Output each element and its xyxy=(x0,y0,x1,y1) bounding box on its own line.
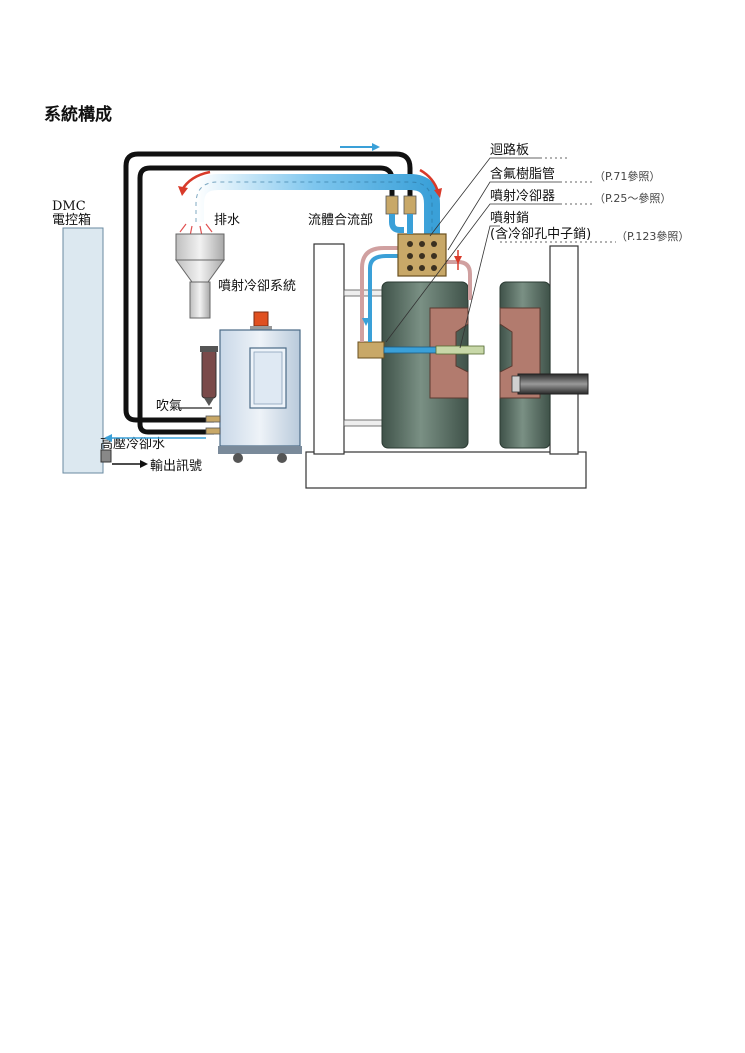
funnel-body xyxy=(175,259,225,283)
funnel-top xyxy=(175,233,225,261)
spray-pin-label-line2: (含冷卻孔中子銷) xyxy=(490,226,591,242)
hp-water-label: 高壓冷卻水 xyxy=(100,436,165,452)
output-signal-label: 輸出訊號 xyxy=(150,459,202,474)
inner-hose xyxy=(137,165,395,435)
caster-1 xyxy=(233,453,243,463)
spray-system-label: 噴射冷卻系統 xyxy=(218,278,296,294)
caster-2 xyxy=(277,453,287,463)
dmc-label-line1: DMC xyxy=(52,199,86,214)
spray-pin-label-line1: 噴射銷 xyxy=(490,210,529,226)
page-title: 系統構成 xyxy=(44,105,112,125)
dmc-connector xyxy=(100,449,112,463)
fluoro-tube-label: 含氟樹脂管 xyxy=(490,166,555,182)
dmc-control-box xyxy=(62,227,104,474)
ref-p71: （P.71參照） xyxy=(594,169,660,183)
warning-lamp xyxy=(253,311,269,327)
ref-p123: （P.123參照） xyxy=(616,229,689,243)
lamp-base xyxy=(250,326,272,330)
spray-cooler-block xyxy=(357,341,385,359)
dmc-label-line2: 電控箱 xyxy=(52,212,91,228)
air-filter xyxy=(201,349,217,399)
leader-lines xyxy=(385,157,560,349)
cabinet-base xyxy=(218,446,302,454)
ref-p25: （P.25～參照） xyxy=(594,191,671,205)
outer-hose xyxy=(123,151,413,423)
manifold-ports xyxy=(407,241,437,271)
manifold-label: 流體合流部 xyxy=(308,213,373,228)
ejector-rod xyxy=(517,373,589,395)
machine-plate-left xyxy=(313,243,345,455)
machine-base xyxy=(305,451,587,489)
funnel-tube xyxy=(189,281,211,319)
circuit-board-label: 迴路板 xyxy=(490,142,529,158)
drain-label: 排水 xyxy=(214,213,240,228)
air-blow-label: 吹氣 xyxy=(156,399,182,414)
machine-plate-right xyxy=(549,245,579,455)
spray-cooler-label: 噴射冷卻器 xyxy=(490,188,555,204)
